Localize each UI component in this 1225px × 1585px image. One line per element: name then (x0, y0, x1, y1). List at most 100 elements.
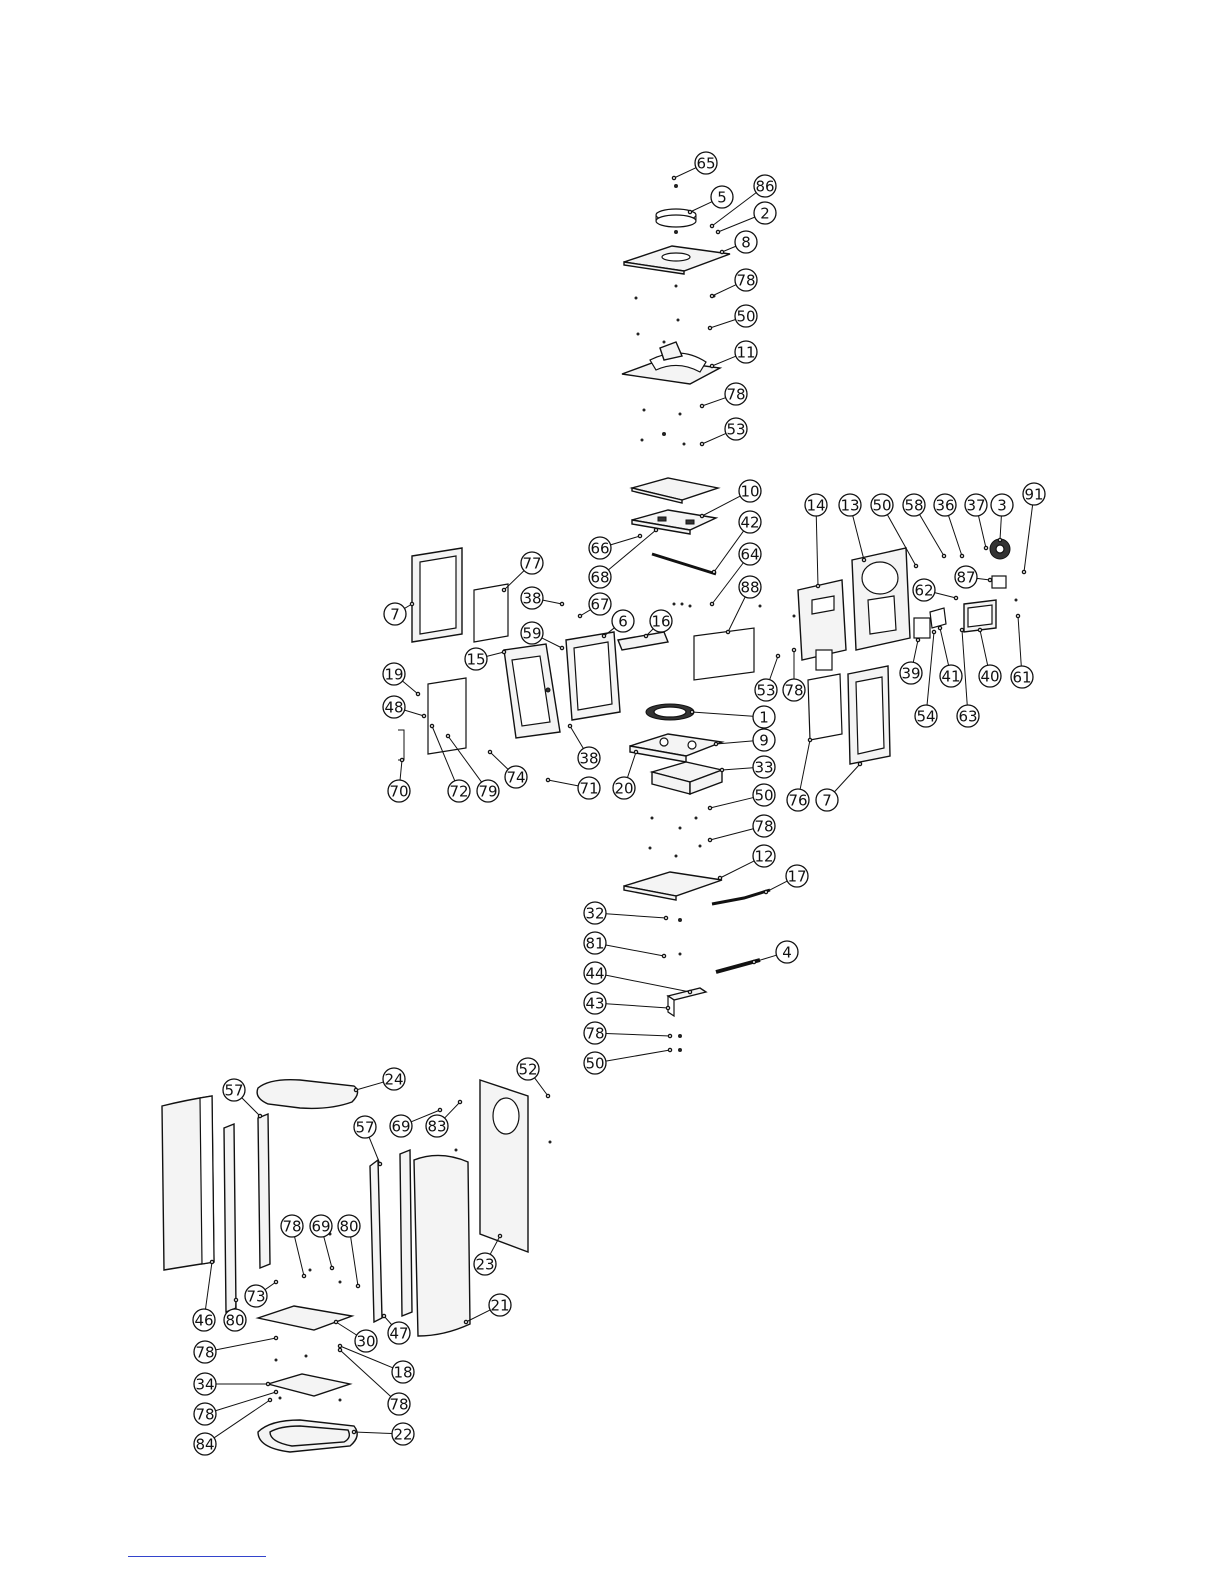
callout-label: 62 (914, 582, 933, 600)
callout-label: 38 (579, 750, 598, 768)
callout-label: 42 (740, 514, 759, 532)
callout-32: 32 (584, 902, 668, 924)
callout-label: 48 (384, 699, 403, 717)
callout-11: 11 (710, 341, 757, 368)
callout-label: 20 (614, 780, 633, 798)
callout-5: 5 (688, 186, 733, 214)
leader-tip (688, 210, 691, 213)
callout-78: 78 (194, 1390, 278, 1425)
callout-label: 91 (1024, 486, 1043, 504)
leader-line (570, 726, 583, 749)
cladding-top-part (257, 1080, 357, 1109)
callout-1: 1 (690, 706, 775, 728)
callout-43: 43 (584, 992, 670, 1014)
callout-label: 53 (756, 682, 775, 700)
callout-label: 50 (585, 1055, 604, 1073)
leader-line (606, 975, 690, 992)
callout-23: 23 (474, 1234, 502, 1275)
side-panel-left-part (412, 548, 462, 642)
leader-tip (410, 602, 413, 605)
corner-trim-right-part (370, 1160, 382, 1322)
leader-line (354, 1432, 392, 1434)
top-plate-part (624, 246, 730, 274)
leader-line (702, 398, 726, 406)
callout-91: 91 (1022, 483, 1045, 574)
leader-tip (792, 648, 795, 651)
leader-tip (354, 1088, 357, 1091)
callout-label: 57 (355, 1119, 374, 1137)
leader-line (336, 1322, 357, 1335)
baffle-plate-part (632, 478, 718, 503)
leader-tip (916, 638, 919, 641)
leader-tip (378, 1162, 381, 1165)
leader-tip (816, 584, 819, 587)
callout-label: 50 (736, 308, 755, 326)
sensor-box-part (992, 576, 1006, 588)
callout-78: 78 (700, 383, 747, 408)
callout-label: 23 (475, 1256, 494, 1274)
callout-80: 80 (338, 1215, 360, 1288)
control-frame-part (964, 600, 996, 632)
callout-label: 80 (225, 1312, 244, 1330)
callout-87: 87 (955, 566, 992, 588)
leader-line (606, 1050, 670, 1061)
callout-label: 71 (579, 780, 598, 798)
callout-label: 12 (754, 848, 773, 866)
leader-tip (560, 602, 563, 605)
leader-tip (710, 294, 713, 297)
callout-label: 78 (726, 386, 745, 404)
callout-label: 78 (195, 1406, 214, 1424)
leader-line (913, 640, 918, 662)
callout-label: 52 (518, 1061, 537, 1079)
callout-12: 12 (718, 845, 775, 880)
leader-line (405, 710, 424, 716)
leader-line (935, 593, 956, 598)
leader-tip (498, 1234, 501, 1237)
callout-48: 48 (383, 696, 426, 718)
leader-tip (700, 514, 703, 517)
callout-67: 67 (578, 593, 611, 618)
callout-label: 21 (490, 1297, 509, 1315)
callout-label: 14 (806, 497, 825, 515)
leader-tip (718, 876, 721, 879)
callout-47: 47 (382, 1314, 410, 1344)
callout-78: 78 (708, 815, 775, 842)
callout-21: 21 (464, 1294, 511, 1324)
leader-line (369, 1137, 380, 1164)
leader-line (754, 955, 776, 962)
leader-line (692, 712, 753, 716)
leader-tip (988, 578, 991, 581)
leader-line (980, 630, 988, 665)
leader-tip (710, 602, 713, 605)
leader-line (702, 433, 726, 444)
callout-52: 52 (517, 1058, 550, 1098)
rail-part (618, 632, 668, 650)
callout-18: 18 (338, 1344, 414, 1383)
callout-69: 69 (310, 1215, 334, 1270)
callout-53: 53 (755, 654, 780, 701)
firebox-base-part (630, 734, 722, 762)
leader-line (853, 516, 864, 560)
heat-shield-part (852, 548, 910, 650)
leader-tip (1022, 570, 1025, 573)
rod-part (652, 554, 716, 574)
ash-drawer-part (652, 762, 722, 794)
leader-line (800, 740, 810, 789)
callout-label: 79 (478, 783, 497, 801)
callout-88: 88 (726, 576, 761, 634)
leader-line (766, 881, 787, 892)
leader-tip (668, 1048, 671, 1051)
corner-trim-left-part (258, 1114, 270, 1268)
leader-tip (960, 628, 963, 631)
leader-line (1018, 616, 1021, 666)
leader-line (324, 1237, 332, 1268)
callout-label: 54 (916, 708, 935, 726)
callout-label: 84 (195, 1436, 214, 1454)
leader-line (770, 656, 778, 680)
callout-34: 34 (194, 1373, 270, 1395)
leader-tip (644, 634, 647, 637)
callout-label: 78 (389, 1396, 408, 1414)
leader-tip (334, 1320, 337, 1323)
callout-19: 19 (383, 663, 420, 696)
callout-label: 41 (941, 668, 960, 686)
